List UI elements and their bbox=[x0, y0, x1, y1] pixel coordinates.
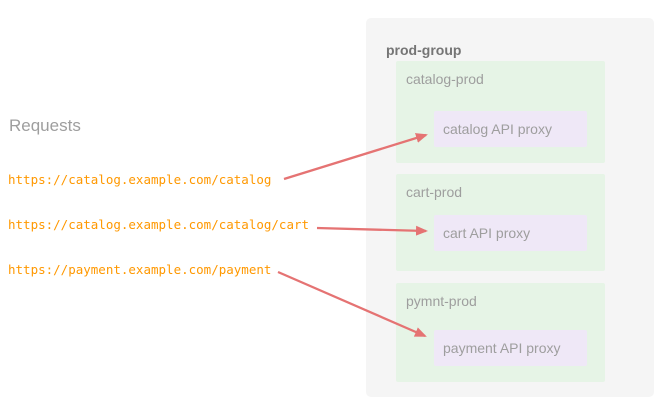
proxy-box-cart: cart API proxy bbox=[434, 215, 587, 251]
proxy-box-catalog: catalog API proxy bbox=[434, 111, 587, 147]
proxy-label: payment API proxy bbox=[443, 340, 561, 356]
environment-label: catalog-prod bbox=[406, 71, 484, 87]
environment-label: cart-prod bbox=[406, 184, 463, 200]
requests-heading: Requests bbox=[9, 116, 81, 135]
prod-group-container: prod-group catalog-prod catalog API prox… bbox=[366, 18, 654, 397]
prod-group-title: prod-group bbox=[386, 42, 462, 58]
environment-label: pymnt-prod bbox=[406, 293, 477, 309]
request-url-catalog: https://catalog.example.com/catalog bbox=[8, 172, 272, 187]
request-url-catalog-cart: https://catalog.example.com/catalog/cart bbox=[8, 217, 310, 232]
environment-box-catalog-prod: catalog-prod catalog API proxy bbox=[396, 61, 605, 163]
environment-box-pymnt-prod: pymnt-prod payment API proxy bbox=[396, 283, 605, 382]
request-url-payment: https://payment.example.com/payment bbox=[8, 262, 272, 277]
proxy-label: cart API proxy bbox=[443, 225, 531, 241]
environment-box-cart-prod: cart-prod cart API proxy bbox=[396, 174, 605, 271]
proxy-label: catalog API proxy bbox=[443, 121, 552, 137]
proxy-box-payment: payment API proxy bbox=[434, 330, 587, 366]
